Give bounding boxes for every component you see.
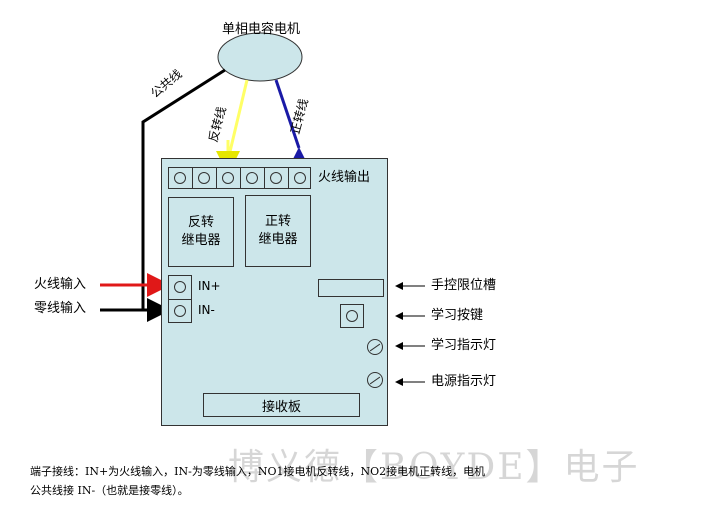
input-terminal-block	[168, 275, 192, 323]
in-plus-label: IN+	[198, 279, 221, 293]
output-terminal-4	[246, 172, 258, 184]
controller-board: 火线输出 反转 继电器 正转 继电器 IN+ IN- 接收板	[161, 158, 388, 426]
output-terminal-5	[270, 172, 282, 184]
in-minus-label: IN-	[198, 303, 215, 317]
limit-slot-label: 手控限位槽	[431, 278, 497, 293]
in-minus-terminal	[174, 305, 186, 317]
learn-key-label: 学习按键	[431, 308, 484, 323]
wiring-note-line2: 公共线接 IN-（也就是接零线）。	[30, 484, 189, 497]
output-terminal-strip	[168, 167, 311, 189]
live-output-label: 火线输出	[318, 170, 371, 185]
reverse-wire	[226, 79, 249, 161]
live-input-label: 火线输入	[34, 277, 87, 292]
reverse-relay-line2: 继电器	[181, 233, 221, 248]
forward-relay-line2: 继电器	[258, 232, 298, 247]
wiring-note: 端子接线：IN+为火线输入，IN-为零线输入，NO1接电机反转线，NO2接电机正…	[30, 462, 485, 500]
forward-relay: 正转 继电器	[245, 195, 311, 267]
watermark: 博义德【BOYDE】电子	[228, 447, 640, 488]
learn-key-button[interactable]	[340, 304, 364, 328]
receiver-board-label: 接收板	[261, 399, 301, 415]
common-wire	[141, 68, 226, 310]
power-led-label: 电源指示灯	[431, 374, 497, 389]
output-terminal-1	[174, 172, 186, 184]
receiver-board-box: 接收板	[203, 393, 360, 417]
forward-wire	[274, 79, 301, 149]
learn-led-label: 学习指示灯	[431, 338, 497, 353]
wiring-note-line1: 端子接线：IN+为火线输入，IN-为零线输入，NO1接电机反转线，NO2接电机正…	[30, 465, 486, 478]
motor-shape	[217, 32, 303, 82]
output-terminal-2	[198, 172, 210, 184]
reverse-relay-line1: 反转	[187, 215, 214, 230]
neutral-input-label: 零线输入	[34, 301, 87, 316]
output-terminal-no1	[222, 172, 234, 184]
forward-relay-line1: 正转	[264, 214, 291, 229]
limit-slot	[318, 279, 384, 297]
motor-label: 单相电容电机	[222, 22, 301, 37]
output-terminal-no2	[294, 172, 306, 184]
in-plus-terminal	[174, 281, 186, 293]
reverse-relay: 反转 继电器	[168, 197, 234, 267]
